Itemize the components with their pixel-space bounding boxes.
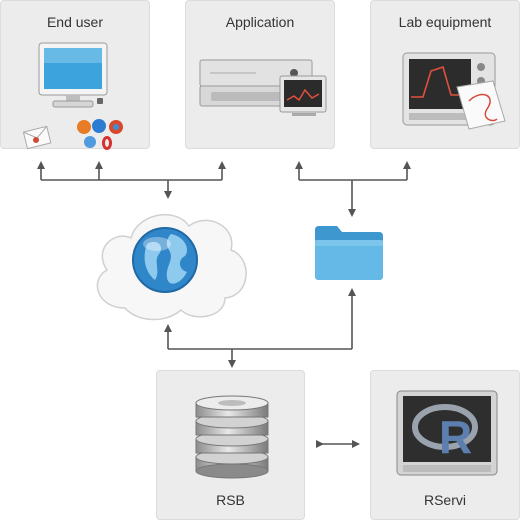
browser-icons (77, 119, 123, 150)
envelope-icon (22, 125, 52, 150)
lab-equipment-box: Lab equipment (370, 0, 520, 149)
rservi-box: RServi R (370, 370, 520, 520)
svg-text:R: R (439, 411, 472, 463)
database-icon (195, 395, 269, 479)
server-icon (199, 59, 327, 116)
rservi-label: RServi (423, 492, 466, 508)
lab-equipment-label: Lab equipment (398, 14, 492, 30)
monitor-icon (22, 42, 123, 150)
application-box: Application (185, 0, 335, 149)
internet-cloud-icon (96, 213, 247, 321)
folder-icon (315, 226, 383, 280)
rsb-box: RSB (156, 370, 305, 520)
r-logo-icon: R (396, 390, 498, 476)
end-user-box: End user (0, 0, 150, 150)
end-user-label: End user (46, 14, 104, 30)
rsb-label: RSB (216, 492, 245, 508)
globe-cloud-icon (132, 227, 198, 293)
oscilloscope-icon (402, 52, 506, 130)
application-label: Application (225, 14, 295, 30)
